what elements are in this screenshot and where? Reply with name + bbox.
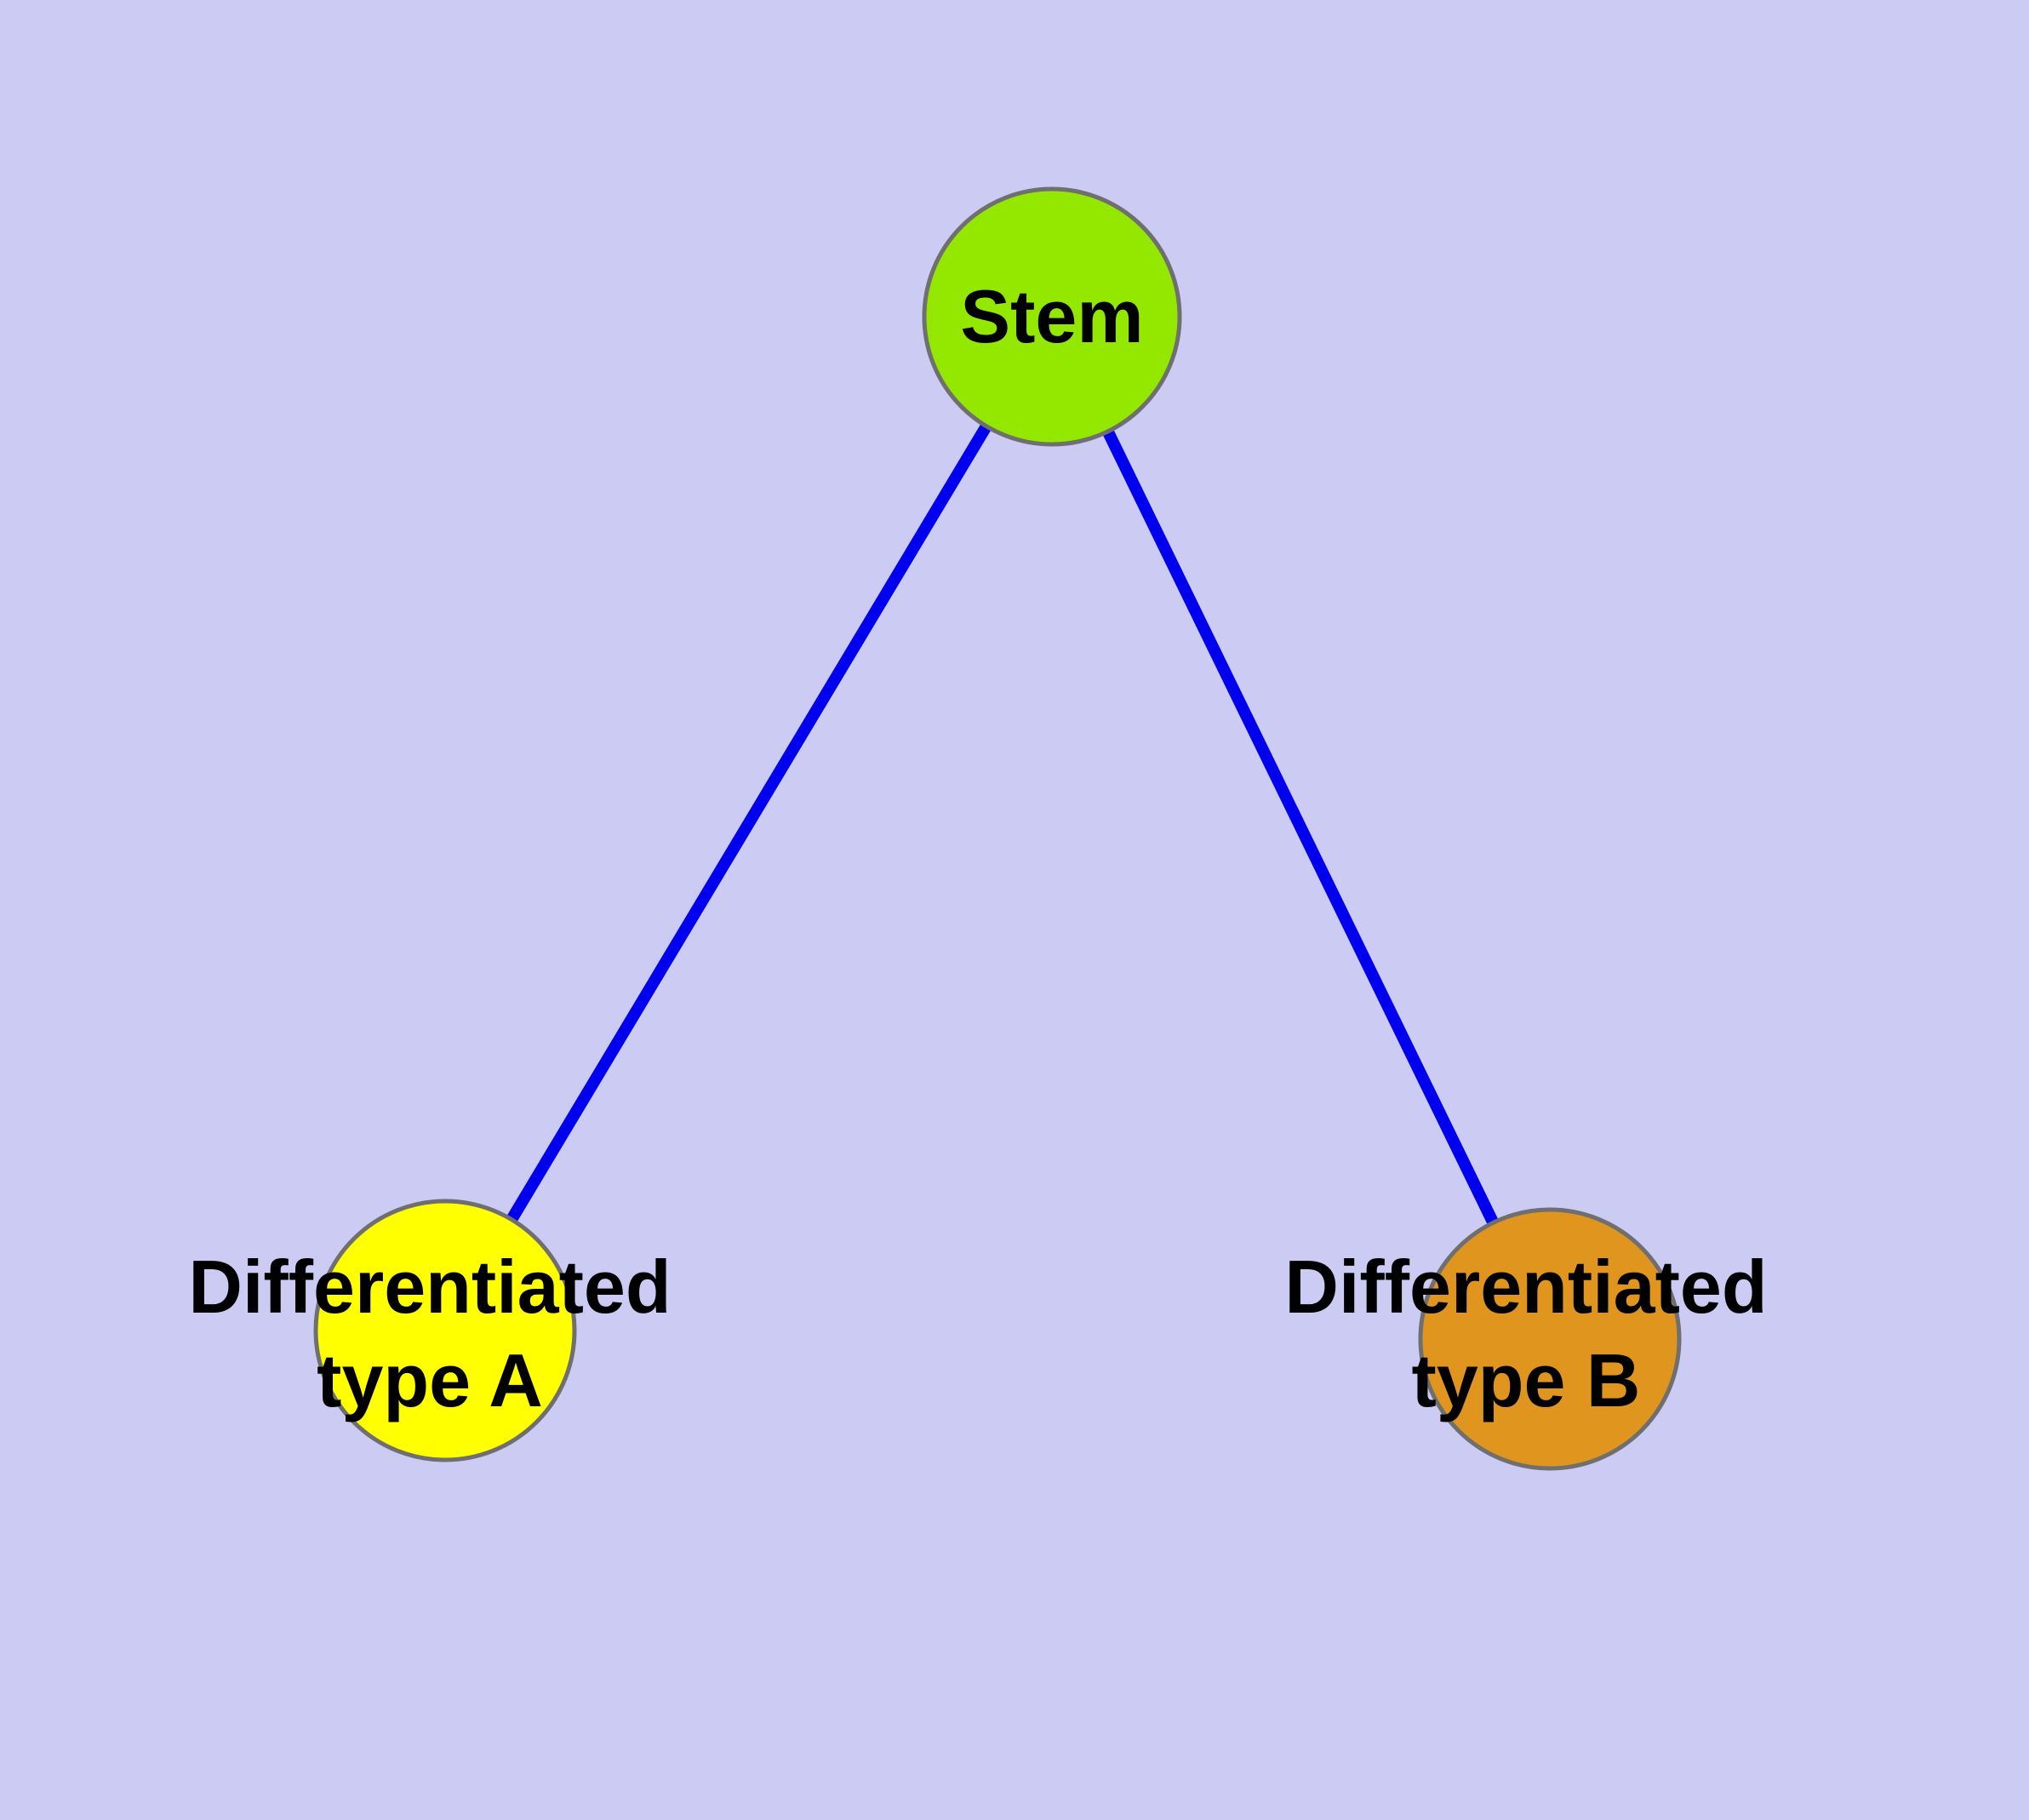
node-type-b-label: Differentiated type B	[1284, 1240, 1767, 1428]
node-type-a-label-line1: Differentiated	[188, 1245, 672, 1329]
node-stem-circle	[922, 186, 1182, 447]
node-stem-label-text: Stem	[960, 274, 1144, 358]
node-type-a-label-line2: type A	[317, 1338, 543, 1422]
node-type-a-circle	[313, 1199, 577, 1462]
node-type-b-label-line2: type B	[1411, 1338, 1641, 1422]
edge-stem-to-type-b	[1046, 313, 1556, 1342]
node-type-b-circle	[1418, 1207, 1682, 1471]
node-type-b-label-line1: Differentiated	[1284, 1245, 1768, 1329]
node-type-a-label: Differentiated type A	[188, 1240, 671, 1428]
node-stem-label: Stem	[960, 270, 1143, 363]
edge-stem-to-type-a	[439, 313, 1058, 1334]
